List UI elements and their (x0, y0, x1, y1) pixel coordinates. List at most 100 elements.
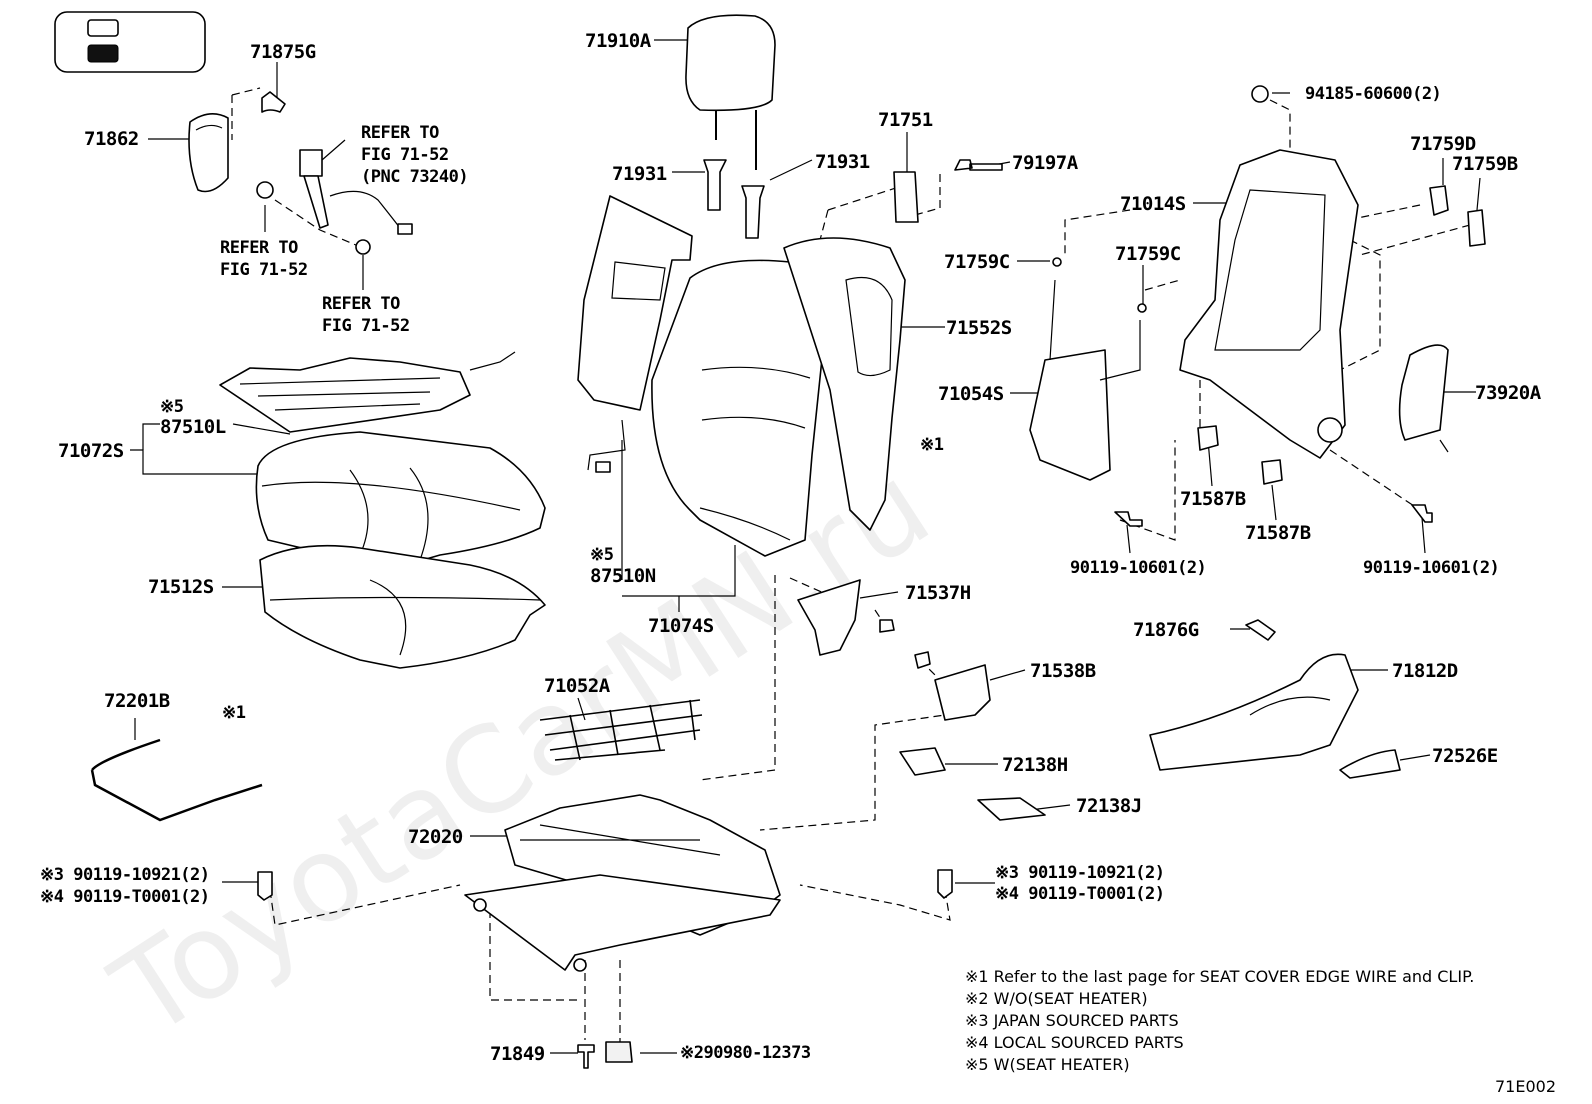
label-refer3b: FIG 71-52 (322, 316, 410, 336)
label-71014s: 71014S (1120, 193, 1186, 215)
note-4: ※4 LOCAL SOURCED PARTS (965, 1033, 1184, 1052)
label-refer2b: FIG 71-52 (220, 260, 308, 280)
label-87510n: 87510N (590, 565, 656, 587)
note-1: ※1 Refer to the last page for SEAT COVER… (965, 967, 1474, 986)
cover-71759b[interactable] (1467, 209, 1486, 247)
label-71052a: 71052A (544, 675, 611, 697)
screw-71849[interactable] (577, 1044, 595, 1069)
label-73920a: 73920A (1475, 382, 1542, 404)
clip-71587b-left[interactable] (1197, 425, 1219, 451)
bracket-71538b[interactable] (934, 664, 991, 721)
label-71587b-left: 71587B (1180, 488, 1246, 510)
clip-90980-12373[interactable] (605, 1041, 633, 1063)
note-3: ※3 JAPAN SOURCED PARTS (965, 1011, 1179, 1030)
label-71074s: 71074S (648, 615, 714, 637)
label-refer1b: FIG 71-52 (361, 145, 449, 165)
label-71875g: 71875G (250, 41, 316, 63)
label-71759c-left: 71759C (944, 251, 1010, 273)
heater-mat-87510l[interactable] (219, 357, 471, 433)
clip-71876g[interactable] (1245, 619, 1276, 641)
bolt-79197a[interactable] (954, 159, 1003, 171)
clip-71875g[interactable] (261, 91, 286, 113)
label-71054s: 71054S (938, 383, 1004, 405)
nut-94185[interactable] (1251, 85, 1269, 103)
seat-belt-buckle[interactable] (299, 149, 413, 235)
label-refer3a: REFER TO (322, 294, 400, 314)
label-71862: 71862 (84, 128, 139, 150)
label-mark1-bottom: ※1 (222, 703, 246, 723)
note-5: ※5 W(SEAT HEATER) (965, 1055, 1130, 1074)
bolt-left-90119-10921[interactable] (257, 871, 273, 901)
seatback-cover-71074s[interactable] (651, 259, 827, 557)
seatback-frame-71014s[interactable] (1179, 149, 1359, 459)
label-bolt-left-1: ※3 90119-10921(2) (40, 865, 210, 885)
label-71876g: 71876G (1133, 619, 1199, 641)
part-labels: 71875G 71862 REFER TO FIG 71-52 (PNC 732… (40, 30, 1542, 1065)
bolt-right-90119-10921[interactable] (937, 869, 953, 899)
label-71538b: 71538B (1030, 660, 1096, 682)
label-mark5-mid: ※5 (590, 545, 614, 565)
spring-mat-71052a[interactable] (539, 699, 703, 761)
adjuster-rail[interactable] (464, 874, 781, 971)
label-bolt-left-2: ※4 90119-T0001(2) (40, 887, 210, 907)
label-90119-10601-left: 90119-10601(2) (1070, 558, 1206, 578)
label-90980: ※290980-12373 (680, 1043, 811, 1063)
label-refer1a: REFER TO (361, 123, 439, 143)
label-71072s: 71072S (58, 440, 124, 462)
clip-71587b-right[interactable] (1261, 459, 1283, 485)
label-71552s: 71552S (946, 317, 1012, 339)
legend-outline-swatch (87, 19, 119, 37)
cover-72138h[interactable] (899, 747, 946, 776)
label-90119-10601-right: 90119-10601(2) (1363, 558, 1499, 578)
cover-71759d[interactable] (1429, 185, 1449, 216)
label-mark5-top: ※5 (160, 397, 184, 417)
label-71512s: 71512S (148, 576, 214, 598)
bracket-71751[interactable] (893, 171, 919, 223)
lumbar-support-71054s[interactable] (1029, 349, 1111, 481)
label-71537h: 71537H (905, 582, 971, 604)
label-87510l: 87510L (160, 416, 226, 438)
label-71587b-right: 71587B (1245, 522, 1311, 544)
side-cover-73920a[interactable] (1398, 344, 1449, 441)
label-71759b: 71759B (1452, 153, 1518, 175)
label-71849: 71849 (490, 1043, 545, 1065)
headrest-guide-left[interactable] (703, 159, 727, 211)
bracket-71537h[interactable] (797, 579, 861, 656)
bolt-90119-10601-right[interactable] (1411, 504, 1433, 523)
label-94185: 94185-60600(2) (1305, 84, 1441, 104)
label-72138h: 72138H (1002, 754, 1068, 776)
label-71751: 71751 (878, 109, 933, 131)
screw-71538b[interactable] (914, 651, 931, 669)
label-refer1c: (PNC 73240) (361, 167, 468, 187)
label-71910a: 71910A (585, 30, 652, 52)
note-2: ※2 W/O(SEAT HEATER) (965, 989, 1148, 1008)
label-mark1-top: ※1 (920, 435, 944, 455)
label-79197a: 79197A (1012, 152, 1079, 174)
label-71812d: 71812D (1392, 660, 1458, 682)
cover-72526e[interactable] (1339, 749, 1401, 779)
shield-71862[interactable] (188, 113, 229, 193)
label-bolt-right-2: ※4 90119-T0001(2) (995, 884, 1165, 904)
bolt-90119-10601-left[interactable] (1114, 511, 1143, 527)
edge-wire-72201b (90, 738, 263, 822)
nut-left (256, 181, 274, 199)
screw-71537h[interactable] (879, 619, 895, 633)
label-72526e: 72526E (1432, 745, 1498, 767)
headrest-guide-right[interactable] (741, 185, 765, 239)
recliner-knob[interactable] (1317, 417, 1343, 443)
footnotes: ※1 Refer to the last page for SEAT COVER… (965, 967, 1474, 1074)
label-refer2a: REFER TO (220, 238, 298, 258)
figure-code: 71E002 (1495, 1077, 1556, 1096)
label-71931-left: 71931 (612, 163, 667, 185)
legend-box (54, 11, 206, 73)
cover-72138j[interactable] (977, 797, 1046, 821)
cushion-cover-71072s[interactable] (255, 431, 546, 569)
label-72201b: 72201B (104, 690, 170, 712)
headrest-71910a[interactable] (685, 14, 776, 112)
legend-filled-swatch (87, 44, 119, 63)
label-72020: 72020 (408, 826, 463, 848)
seatback-pad-71552s[interactable] (783, 237, 906, 531)
seatback-board[interactable] (577, 195, 693, 411)
cushion-pad-71512s[interactable] (259, 544, 546, 669)
